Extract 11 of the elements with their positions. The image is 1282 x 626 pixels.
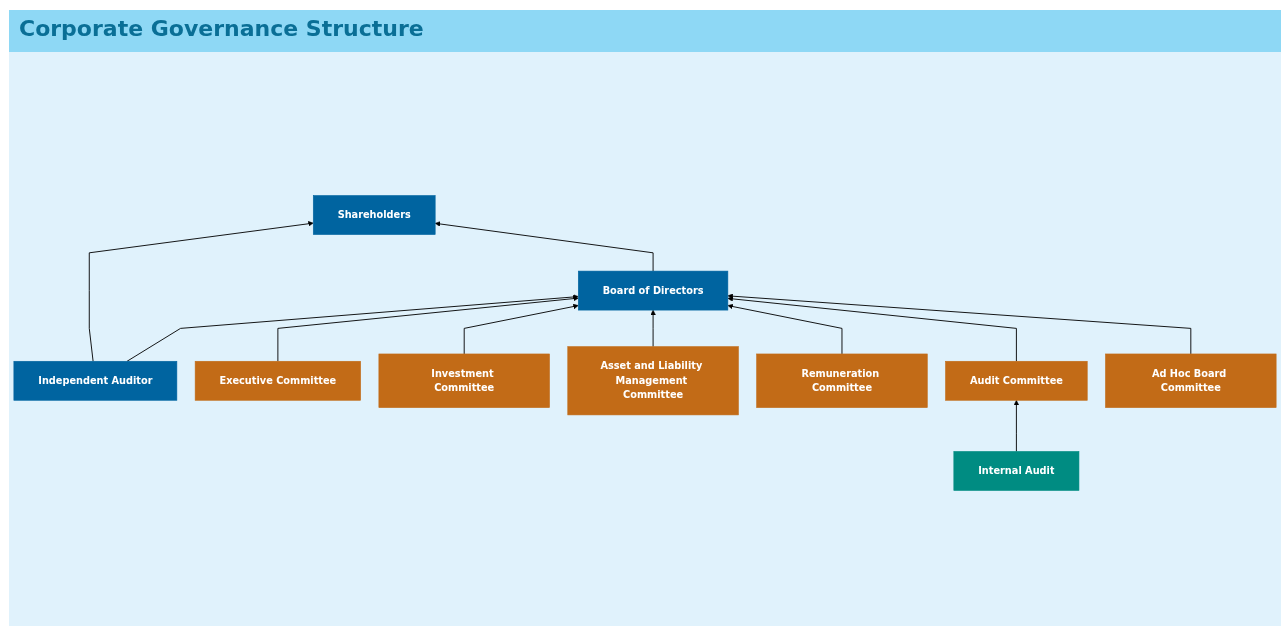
node-box: Internal Audit xyxy=(953,451,1080,491)
title-banner: Corporate Governance Structure xyxy=(9,10,1281,52)
node-box: Asset and Liability Management Committee xyxy=(567,346,739,416)
node-box: Remuneration Committee xyxy=(756,353,928,408)
node-box: Ad Hoc Board Committee xyxy=(1105,353,1277,408)
node-box: Board of Directors xyxy=(578,270,729,311)
node-box: Shareholders xyxy=(312,195,436,235)
node-box: Independent Auditor xyxy=(13,360,178,401)
node-box: Audit Committee xyxy=(945,360,1088,401)
node-box: Executive Committee xyxy=(194,360,361,401)
node-box: Investment Committee xyxy=(378,353,550,408)
